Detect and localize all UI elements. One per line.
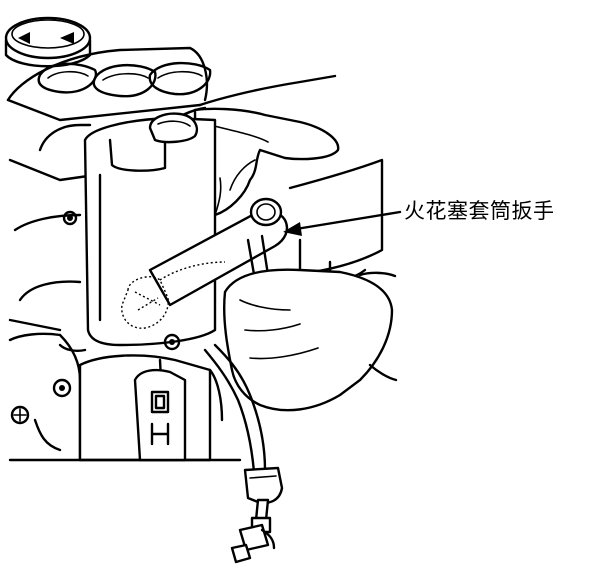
callout-leader [283, 210, 402, 236]
cooling-fins [37, 61, 212, 98]
carburetor [133, 368, 187, 462]
engine-shroud [6, 46, 209, 332]
spark-plug-wire [203, 343, 284, 564]
engine-housing [83, 112, 217, 347]
lower-hand [223, 268, 398, 412]
hidden-spark-plug [121, 261, 226, 329]
fuel-cap [4, 16, 92, 68]
right-panel [288, 158, 384, 280]
wrench-callout-label: 火花塞套筒扳手 [404, 199, 555, 223]
spark-plug-socket-wrench [148, 197, 289, 307]
